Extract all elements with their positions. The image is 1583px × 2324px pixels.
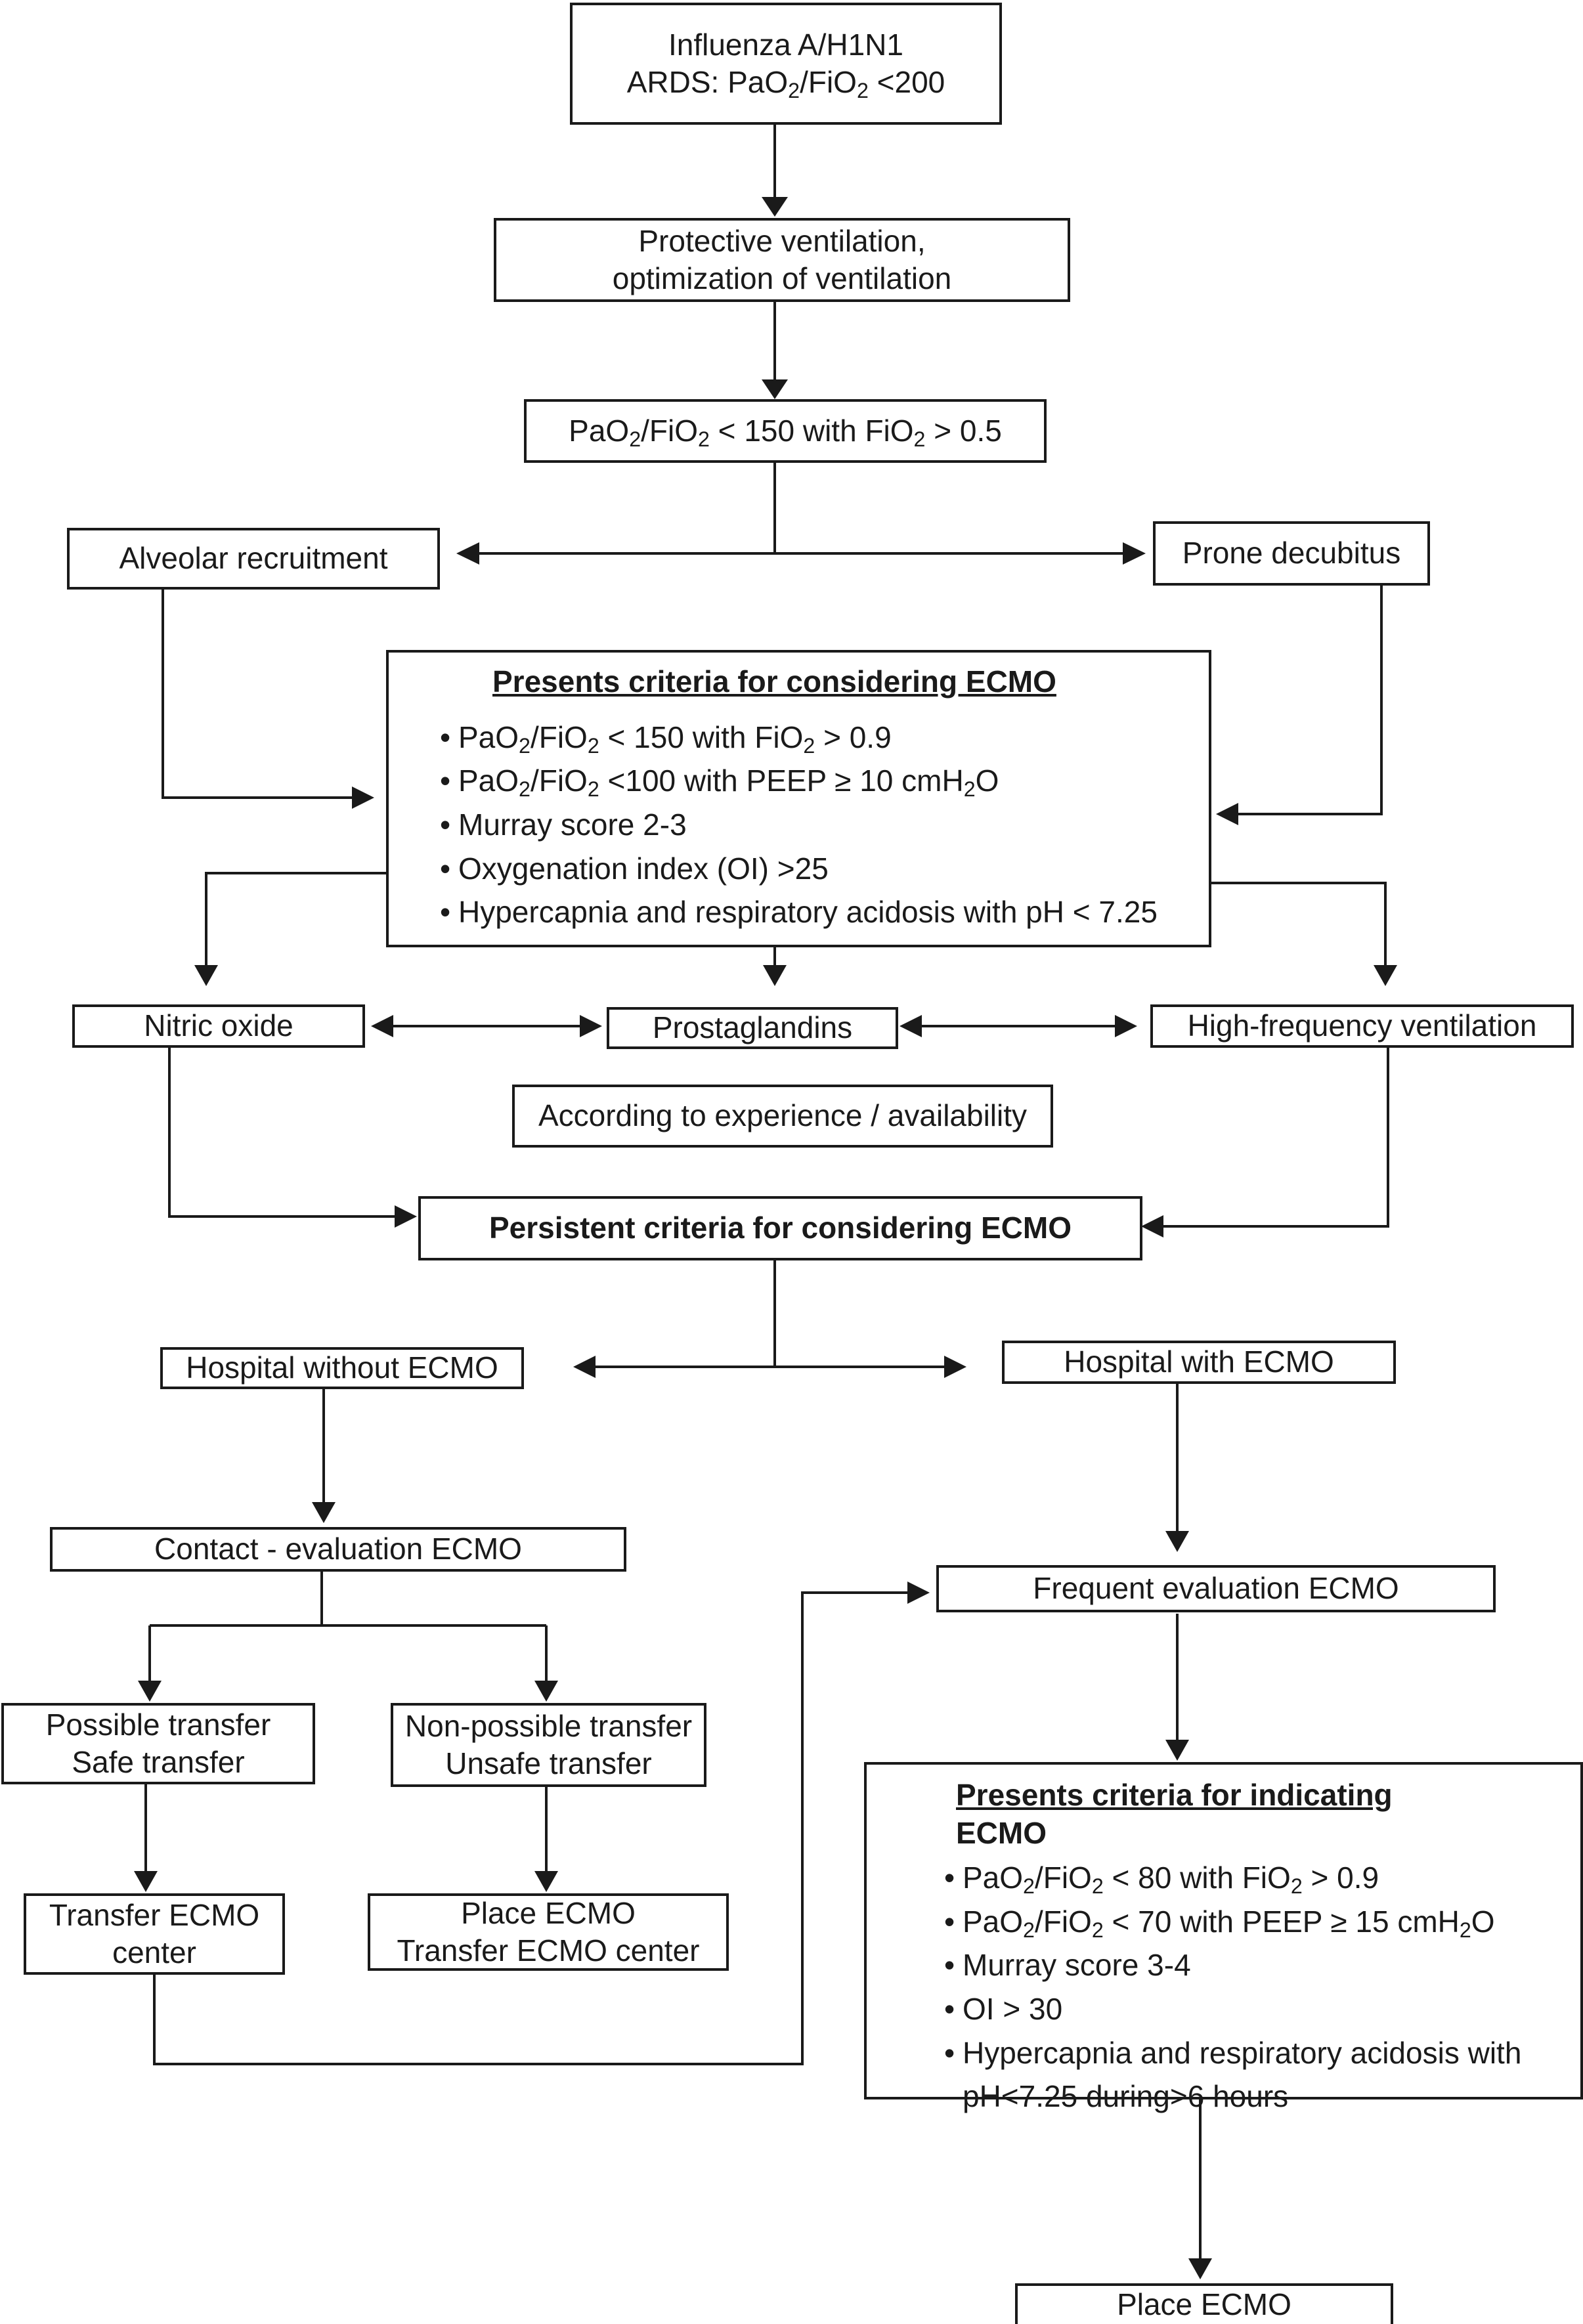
node-label: Contact - evaluation ECMO	[154, 1532, 522, 1566]
criteria-item: PaO2/FiO2 <100 with PEEP ≥ 10 cmH2O	[440, 759, 1209, 803]
node-possible-transfer: Possible transfer Safe transfer	[1, 1703, 315, 1784]
criteria-item: PaO2/FiO2 < 150 with FiO2 > 0.9	[440, 716, 1209, 760]
node-frequent-evaluation: Frequent evaluation ECMO	[936, 1565, 1496, 1612]
arrowhead	[1165, 1740, 1189, 1761]
node-line: center	[112, 1935, 196, 1969]
node-line: optimization of ventilation	[612, 261, 952, 295]
node-prone-decubitus: Prone decubitus	[1153, 521, 1430, 586]
arrow-transfer-center-to-frequent	[153, 1591, 910, 2065]
criteria-title: Presents criteria for indicating	[956, 1778, 1393, 1812]
criteria-list: PaO2/FiO2 < 150 with FiO2 > 0.9 PaO2/FiO…	[440, 716, 1209, 934]
node-label: Hospital without ECMO	[186, 1350, 498, 1385]
arrowhead-right	[944, 1356, 966, 1378]
arrowhead	[194, 965, 218, 986]
arrow-alveolar-to-criteria	[162, 590, 355, 799]
node-criteria-indicating: Presents criteria for indicating ECMO Pa…	[864, 1762, 1583, 2113]
arrowhead	[762, 197, 788, 217]
node-hospital-without-ecmo: Hospital without ECMO	[160, 1347, 524, 1389]
arrowhead	[762, 379, 788, 399]
node-line: Place ECMO	[461, 1895, 636, 1930]
arrowhead	[900, 1015, 922, 1037]
criteria-item: Murray score 3-4	[944, 1943, 1580, 1987]
arrow-criteria-to-hfv	[1211, 882, 1387, 972]
node-label: Place ECMO	[1117, 2287, 1291, 2322]
arrowhead	[1188, 2258, 1212, 2279]
arrowhead	[534, 1871, 558, 1892]
arrow-nitric-to-persistent	[168, 1047, 397, 1218]
criteria-list: PaO2/FiO2 < 80 with FiO2 > 0.9 PaO2/FiO2…	[944, 1856, 1580, 2119]
arrowhead	[907, 1582, 930, 1604]
node-alveolar-recruitment: Alveolar recruitment	[67, 528, 440, 590]
arrowhead	[352, 786, 374, 809]
arrowhead	[534, 1681, 558, 1702]
node-line: ARDS: PaO2/FiO2 <200	[626, 65, 945, 103]
arrowhead	[580, 1015, 602, 1037]
node-label: High-frequency ventilation	[1187, 1008, 1537, 1043]
node-label: Alveolar recruitment	[119, 541, 388, 576]
node-protective-ventilation: Protective ventilation, optimization of …	[494, 218, 1070, 302]
criteria-item: Oxygenation index (OI) >25	[440, 847, 1209, 891]
criteria-title: Presents criteria for considering ECMO	[492, 664, 1056, 699]
arrowhead-left	[573, 1356, 596, 1378]
node-criteria-considering: Presents criteria for considering ECMO P…	[386, 650, 1211, 947]
node-line: Non-possible transfer	[404, 1708, 693, 1743]
arrowhead-left	[456, 542, 479, 565]
criteria-title-continued: ECMO	[956, 1815, 1047, 1850]
node-line: PaO2/FiO2 < 150 with FiO2 > 0.5	[569, 413, 1002, 451]
node-label: Persistent criteria for considering ECMO	[488, 1211, 1072, 1245]
arrowhead	[395, 1205, 417, 1228]
node-label: Prostaglandins	[652, 1010, 853, 1045]
node-influenza-ards: Influenza A/H1N1 ARDS: PaO2/FiO2 <200	[570, 3, 1002, 125]
arrowhead	[1165, 1531, 1189, 1552]
criteria-item: PaO2/FiO2 < 80 with FiO2 > 0.9	[944, 1856, 1580, 1900]
arrow-prone-to-criteria	[1234, 586, 1383, 815]
node-hospital-with-ecmo: Hospital with ECMO	[1002, 1341, 1396, 1384]
arrowhead	[1141, 1215, 1163, 1237]
arrowhead	[134, 1871, 158, 1892]
criteria-item: OI > 30	[944, 1987, 1580, 2031]
node-nitric-oxide: Nitric oxide	[72, 1004, 365, 1048]
node-label: Nitric oxide	[144, 1008, 293, 1043]
node-label: According to experience / availability	[538, 1098, 1028, 1133]
arrowhead	[138, 1681, 162, 1702]
node-line: Safe transfer	[72, 1745, 245, 1779]
node-line: Transfer ECMO	[49, 1897, 260, 1932]
arrowhead	[1216, 803, 1238, 825]
arrow-criteria-to-nitric	[205, 872, 387, 972]
arrowhead	[312, 1502, 336, 1523]
criteria-item: Hypercapnia and respiratory acidosis wit…	[440, 890, 1209, 934]
node-nonpossible-transfer: Non-possible transfer Unsafe transfer	[391, 1703, 706, 1787]
node-line: Possible transfer	[45, 1707, 271, 1742]
node-pao2-threshold: PaO2/FiO2 < 150 with FiO2 > 0.5	[524, 399, 1047, 463]
criteria-item: Hypercapnia and respiratory acidosis wit…	[944, 2031, 1580, 2119]
node-line: Protective ventilation,	[638, 223, 926, 258]
node-label: Hospital with ECMO	[1064, 1345, 1334, 1379]
node-line: Transfer ECMO center	[397, 1933, 700, 1968]
node-line: Unsafe transfer	[445, 1746, 652, 1780]
node-label: Frequent evaluation ECMO	[1033, 1571, 1399, 1606]
arrowhead	[1115, 1015, 1137, 1037]
node-line: Influenza A/H1N1	[668, 27, 903, 62]
arrowhead	[1374, 965, 1397, 986]
node-persistent-criteria: Persistent criteria for considering ECMO	[418, 1196, 1142, 1260]
arrowhead	[763, 965, 787, 986]
node-label: Prone decubitus	[1182, 536, 1401, 570]
node-experience-availability: According to experience / availability	[512, 1085, 1053, 1148]
node-transfer-ecmo-center: Transfer ECMO center	[24, 1893, 285, 1975]
node-prostaglandins: Prostaglandins	[607, 1007, 898, 1049]
arrowhead	[371, 1015, 393, 1037]
criteria-item: PaO2/FiO2 < 70 with PEEP ≥ 15 cmH2O	[944, 1900, 1580, 1944]
node-place-ecmo: Place ECMO	[1015, 2283, 1393, 2324]
arrowhead-right	[1123, 542, 1146, 565]
criteria-item: Murray score 2-3	[440, 803, 1209, 847]
arrow-hfv-to-persistent	[1161, 1047, 1389, 1228]
node-high-frequency-ventilation: High-frequency ventilation	[1150, 1004, 1574, 1048]
node-contact-evaluation: Contact - evaluation ECMO	[50, 1527, 626, 1572]
node-place-and-transfer: Place ECMO Transfer ECMO center	[368, 1893, 729, 1971]
